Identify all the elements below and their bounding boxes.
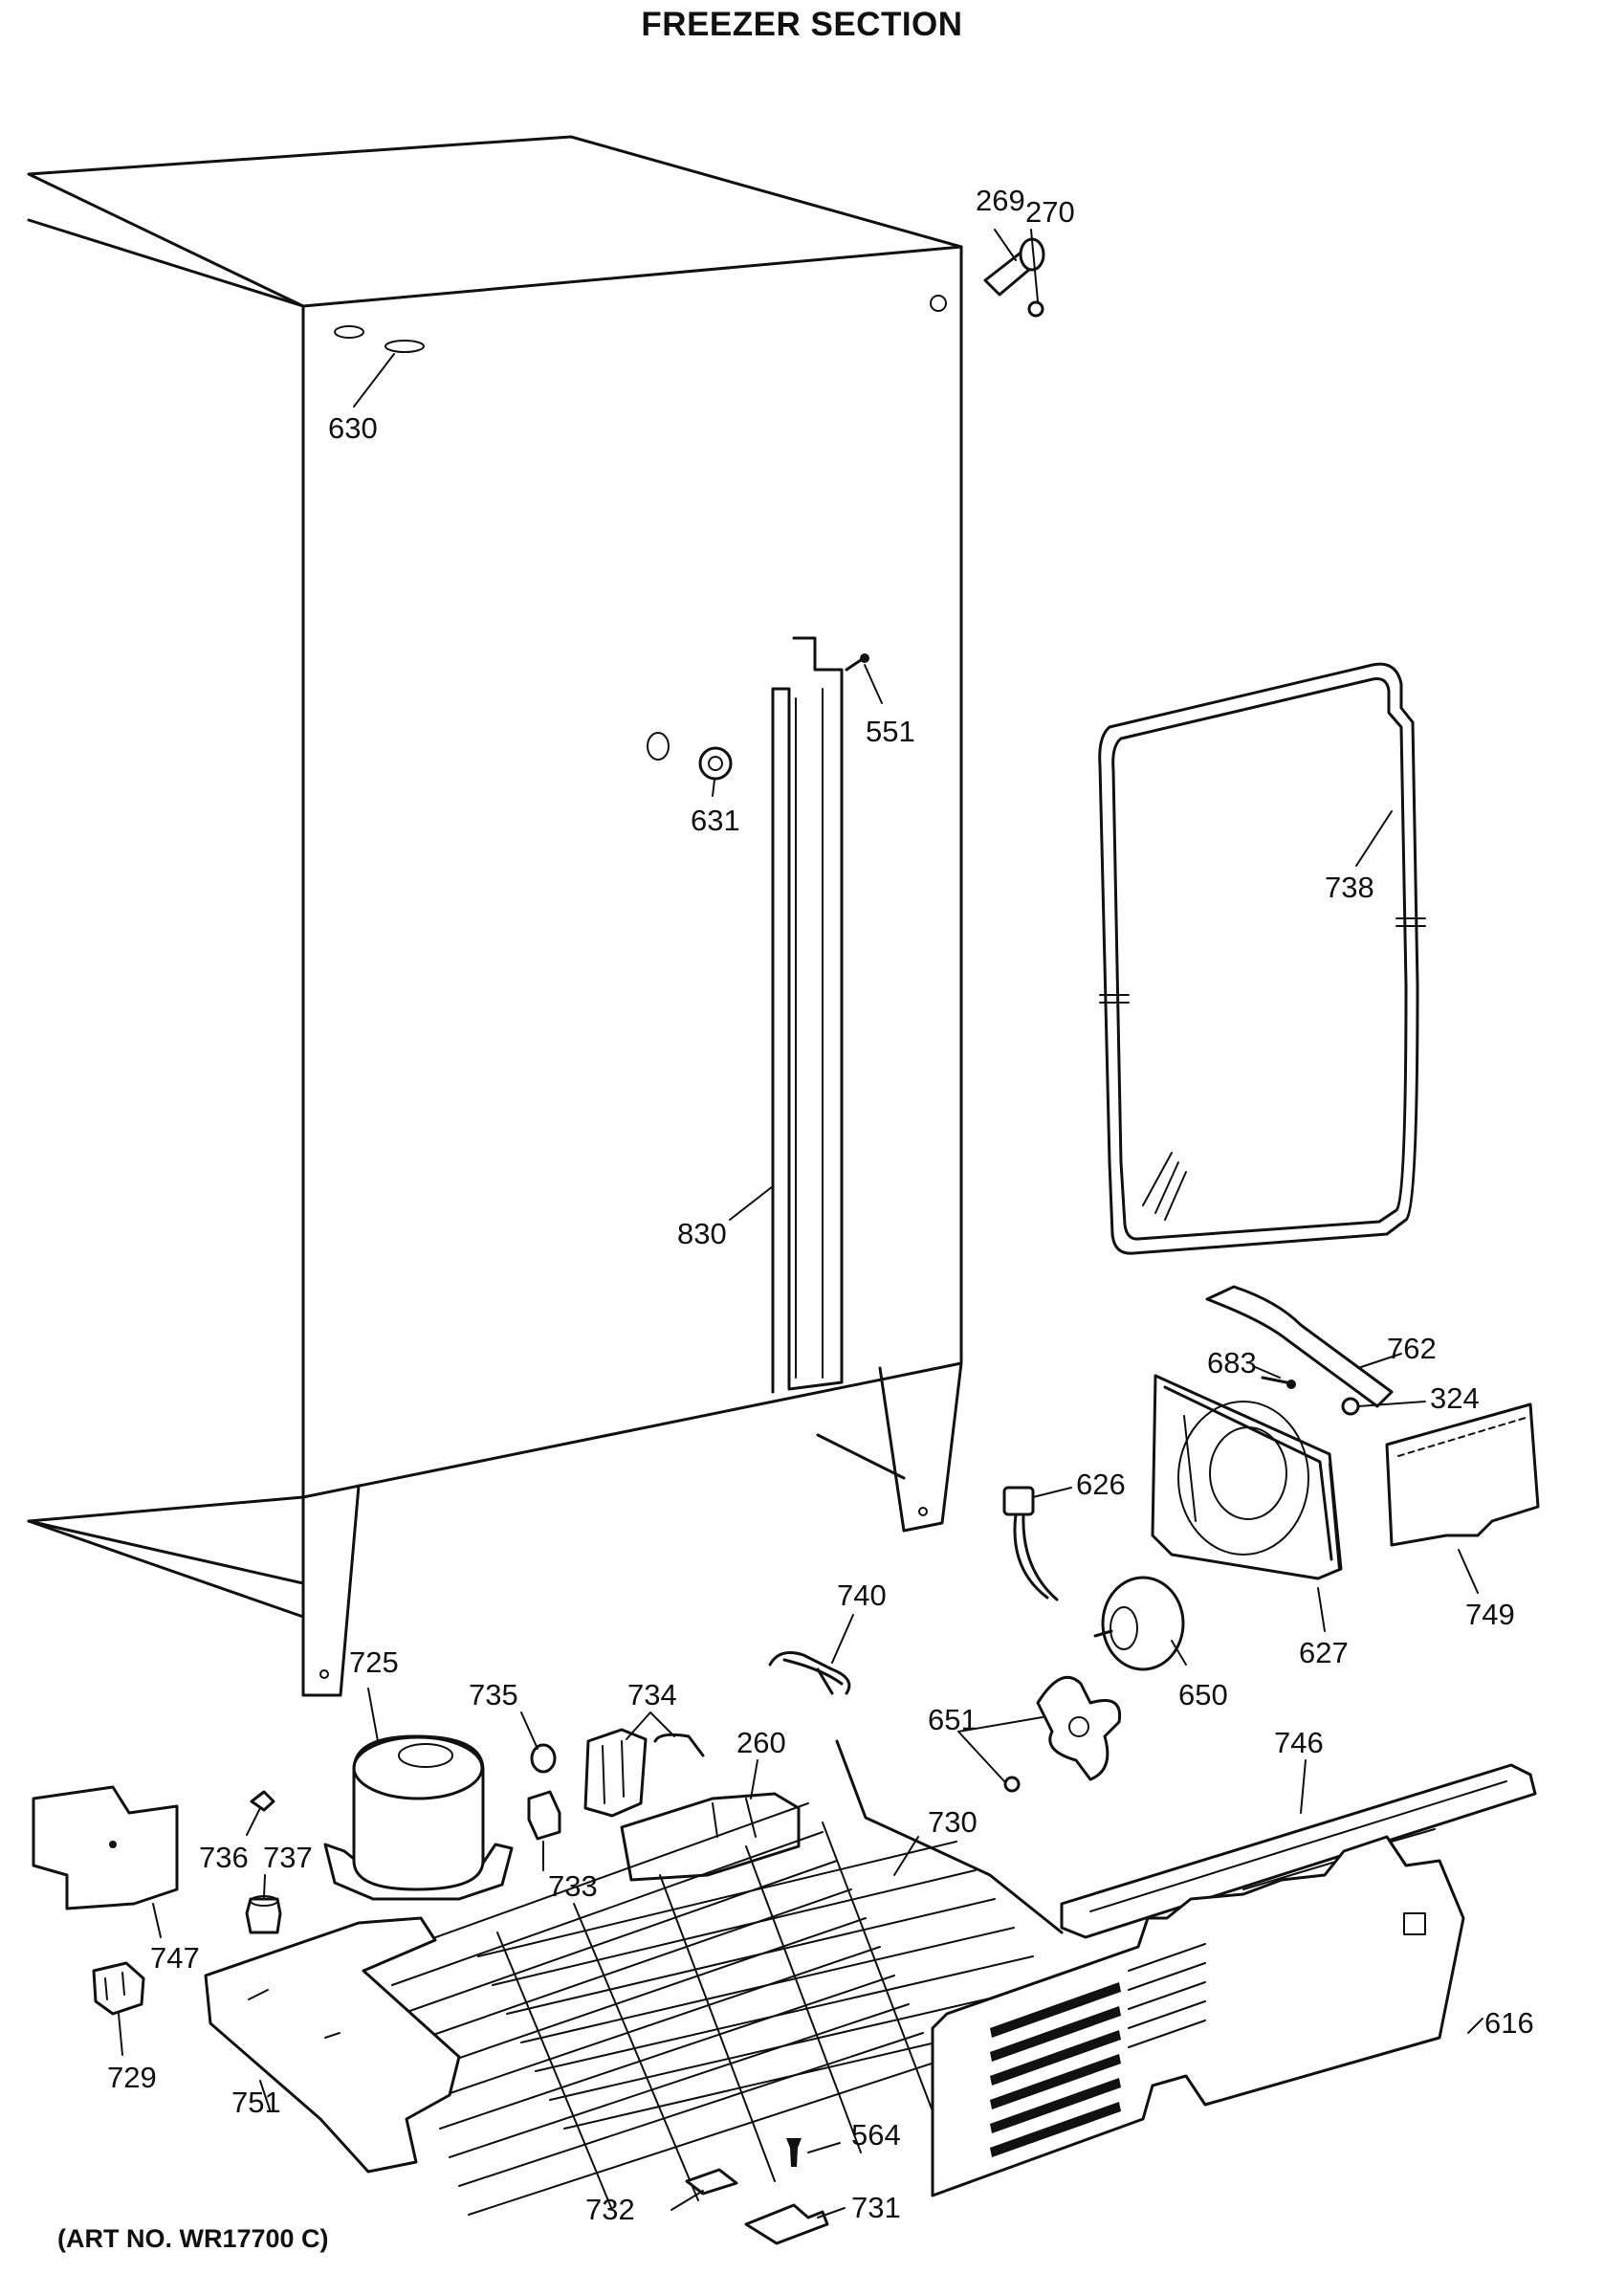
- wiring-harness-part: [1002, 1486, 1059, 1601]
- part-label-746: 746: [1274, 1726, 1324, 1759]
- part-label-733: 733: [548, 1869, 598, 1903]
- part-label-734: 734: [627, 1678, 677, 1711]
- part-label-626: 626: [1076, 1468, 1126, 1501]
- part-label-738: 738: [1325, 871, 1374, 904]
- part-label-736: 736: [199, 1841, 249, 1874]
- overload-protector-part: [583, 1728, 705, 1818]
- grommet-part: [698, 746, 733, 781]
- part-label-269: 269: [976, 184, 1025, 217]
- part-label-749: 749: [1465, 1598, 1515, 1631]
- part-label-729: 729: [107, 2061, 157, 2094]
- base-grille-part: [931, 1835, 1465, 2197]
- terminal-cover-part: [32, 1785, 179, 1910]
- clip-part: [685, 2168, 738, 2196]
- part-label-732: 732: [585, 2193, 635, 2226]
- part-labels: 269 270 630 551 631 738 830 762 683 324 …: [107, 184, 1534, 2226]
- fan-blade-part: [1003, 1675, 1122, 1793]
- part-label-270: 270: [1025, 195, 1075, 229]
- relay-part: [527, 1790, 561, 1841]
- foam-strip-part: [1205, 1285, 1394, 1408]
- part-label-260: 260: [736, 1726, 786, 1759]
- part-label-324: 324: [1430, 1381, 1480, 1415]
- fan-shroud-part: [1151, 1374, 1343, 1580]
- part-label-725: 725: [349, 1645, 399, 1679]
- door-gasket-part: [1098, 662, 1426, 1255]
- refrigerator-cabinet: [27, 135, 963, 1697]
- part-label-616: 616: [1484, 2006, 1534, 2040]
- bracket-part: [744, 2203, 829, 2245]
- support-rail-part: [1060, 1763, 1537, 1939]
- base-frame-part: [204, 1916, 461, 2174]
- screw-part: [1341, 1397, 1360, 1416]
- part-label-627: 627: [1299, 1636, 1349, 1669]
- fan-motor-part: [1093, 1576, 1185, 1671]
- condenser-coil-part: [382, 1739, 1064, 2216]
- part-label-683: 683: [1207, 1346, 1257, 1380]
- part-label-740: 740: [837, 1578, 887, 1612]
- screw-part: [1261, 1376, 1296, 1389]
- part-label-651: 651: [928, 1703, 978, 1736]
- compressor-part: [323, 1734, 514, 1901]
- part-label-830: 830: [677, 1217, 727, 1250]
- cover-panel-part: [1385, 1402, 1540, 1547]
- art-number: (ART NO. WR17700 C): [57, 2224, 329, 2253]
- part-label-747: 747: [150, 1941, 200, 1975]
- screw-part: [845, 653, 869, 672]
- part-label-751: 751: [231, 2086, 281, 2119]
- spring-clip-part: [768, 1651, 851, 1695]
- part-label-631: 631: [691, 804, 740, 837]
- part-label-650: 650: [1178, 1678, 1228, 1711]
- part-label-731: 731: [851, 2191, 901, 2224]
- screw-part: [786, 2138, 802, 2167]
- part-label-630: 630: [328, 411, 378, 445]
- part-label-551: 551: [866, 715, 915, 748]
- small-fittings: [245, 1743, 557, 1934]
- part-label-737: 737: [263, 1841, 313, 1874]
- drain-pan-part: [620, 1792, 801, 1882]
- part-label-564: 564: [851, 2118, 901, 2152]
- part-label-730: 730: [928, 1805, 978, 1839]
- condenser-tubes: [382, 1802, 1061, 2216]
- leader-lines: [118, 229, 1483, 2219]
- connector-part: [92, 1961, 145, 2016]
- diagram-title: FREEZER SECTION: [641, 6, 963, 43]
- part-label-735: 735: [469, 1678, 518, 1711]
- hinge-bracket-part: [983, 237, 1045, 318]
- part-label-762: 762: [1387, 1332, 1437, 1365]
